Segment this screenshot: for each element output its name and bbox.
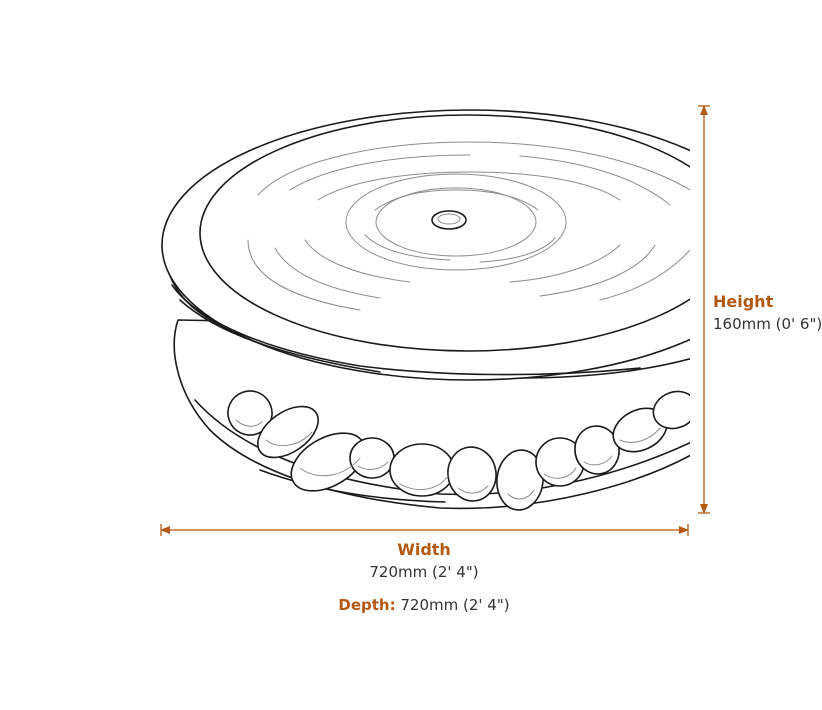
width-label: Width <box>397 540 451 559</box>
height-label: Height <box>713 292 774 311</box>
height-value: 160mm (0' 6") <box>713 315 822 333</box>
height-dimension-line <box>698 105 710 514</box>
height-dimension: Height 160mm (0' 6") <box>713 292 822 333</box>
bowl-inner-rim <box>199 114 690 352</box>
width-value: 720mm (2' 4") <box>369 563 479 581</box>
base-tray-inner-rim <box>194 399 690 496</box>
depth-value: 720mm (2' 4") <box>400 596 510 614</box>
bowl-outer-rim <box>161 109 690 381</box>
depth-dimension: Depth: 720mm (2' 4") <box>274 596 574 614</box>
bowl-grooves <box>247 141 690 311</box>
burner-inner <box>437 213 461 225</box>
width-dimension-line <box>160 524 689 536</box>
product-line-drawing <box>160 105 710 536</box>
width-dimension: Width 720mm (2' 4") <box>274 540 574 581</box>
pebble-shading <box>235 419 661 500</box>
bowl-band-line <box>179 299 381 373</box>
fire-bowl-outline <box>161 109 690 511</box>
bowl-lower-edge <box>171 284 641 376</box>
base-tray-lip <box>259 469 446 503</box>
depth-label: Depth: <box>338 596 396 614</box>
pebbles <box>227 390 690 511</box>
